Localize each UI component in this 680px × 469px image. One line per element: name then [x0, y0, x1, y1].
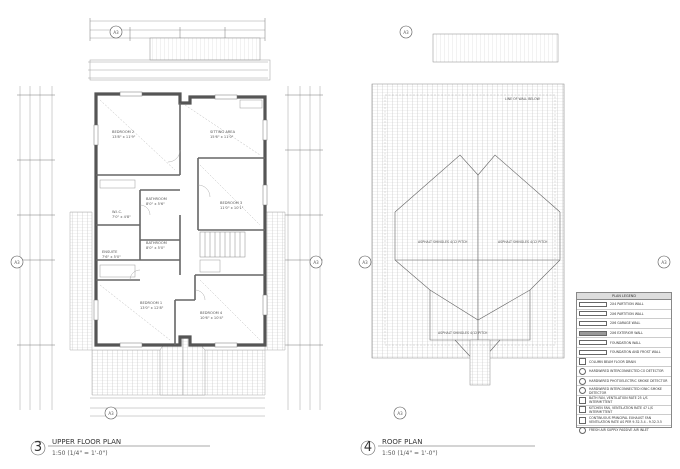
svg-text:A3: A3 [661, 260, 667, 265]
door-swings [129, 149, 211, 301]
view-number-roof: 4 [363, 440, 373, 455]
room-dim-ensuite: 7'6" x 5'0" [102, 255, 121, 259]
hatch-swatch-icon [579, 349, 607, 355]
deck-outline [89, 59, 271, 81]
section-markers: A3 A3 A3 A3 A3 A3 A3 A3 [10, 25, 671, 420]
room-label-ensuite: ENSUITE [102, 250, 118, 254]
fan-icon [579, 416, 586, 424]
roof-deck [432, 33, 559, 63]
fan-icon [579, 406, 586, 414]
fan-icon [579, 396, 586, 404]
roof-label-lower: ASPHALT SHINGLES 4/12 PITCH [438, 331, 488, 335]
roof-outline [371, 83, 565, 359]
section-marker-left-side: A3 [10, 255, 24, 269]
upper-floor-plan [17, 18, 323, 417]
room-label-bedroom2: BEDROOM 2 [112, 130, 134, 134]
column-icon [579, 358, 586, 366]
legend-item: 2X4 PARTITION WALL [577, 300, 671, 310]
section-marker-bottom-right: A3 [393, 406, 407, 420]
section-marker-right-top: A3 [399, 25, 413, 39]
hatch-swatch-icon [579, 311, 607, 317]
room-label-bedroom3: BEDROOM 3 [220, 201, 242, 205]
hatch-swatch-icon [579, 301, 607, 307]
legend-item: 2X6 EXTERIOR WALL [577, 329, 671, 339]
section-marker-mid-left: A3 [309, 255, 323, 269]
legend-item: FOUNDATION WALL [577, 338, 671, 348]
room-dim-wic: 7'0" x 4'8" [112, 215, 131, 219]
room-dim-sitting: 15'6" x 11'0" [210, 135, 234, 139]
roof-plan [371, 33, 565, 386]
room-dim-bedroom3: 11'0" x 10'1" [220, 206, 244, 210]
section-marker-right-side: A3 [657, 255, 671, 269]
wall-below-lines [384, 94, 556, 346]
air-icon [579, 426, 586, 434]
hatch-swatch-icon [579, 340, 607, 346]
legend-item: FRESH AIR SUPPLY PASSIVE AIR INLET [577, 426, 671, 435]
legend-item: 2X6 PARTITION WALL [577, 310, 671, 320]
room-dim-bedroom4: 10'6" x 10'4" [200, 316, 224, 320]
svg-text:A3: A3 [14, 260, 20, 265]
detector-icon [579, 377, 586, 385]
svg-text:A3: A3 [313, 260, 319, 265]
section-marker-bottom-left: A3 [104, 406, 118, 420]
lower-roof-left [69, 211, 93, 351]
svg-text:A3: A3 [113, 30, 119, 35]
detector-icon [579, 367, 586, 375]
legend-item: BATH FAN, VENTILATION RATE 25 L/S INTERM… [577, 396, 671, 406]
legend-item: HARDWIRED INTERCONNECTED IONIC SMOKE DET… [577, 386, 671, 396]
hatch-swatch-icon [579, 320, 607, 326]
closets [99, 99, 263, 278]
legend-item: HARDWIRED PHOTOELECTRIC SMOKE DETECTOR [577, 377, 671, 387]
room-labels: BEDROOM 2 13'8" x 11'9" SITTING AREA 15'… [102, 130, 244, 320]
interior-stairs [199, 231, 246, 258]
plan-legend: PLAN LEGEND 2X4 PARTITION WALL 2X6 PARTI… [576, 292, 672, 434]
windows [93, 91, 268, 348]
roof-label-line: LINE OF WALL BELOW [505, 97, 541, 101]
room-label-bedroom1: BEDROOM 1 [140, 301, 162, 305]
svg-text:A3: A3 [397, 411, 403, 416]
room-label-bathroom2: BATHROOM [146, 241, 167, 245]
legend-item: HARDWIRED INTERCONNECTED CO DETECTOR [577, 367, 671, 377]
room-label-bedroom4: BEDROOM 4 [200, 311, 223, 315]
section-marker-left-top: A3 [109, 25, 123, 39]
view-bubble-left [30, 440, 46, 456]
hatch-swatch-icon [579, 330, 607, 336]
room-dim-bedroom1: 13'0" x 12'8" [140, 306, 164, 310]
view-scale-upper: 1:50 (1/4" = 1'-0") [52, 450, 108, 457]
svg-text:A3: A3 [403, 30, 409, 35]
roof-porch [469, 339, 491, 386]
roof-label-left: ASPHALT SHINGLES 4/12 PITCH [418, 240, 468, 244]
view-bubble-right [360, 440, 376, 456]
room-label-bathroom: BATHROOM [146, 197, 167, 201]
legend-item: KITCHEN FAN, VENTILATION RATE 47 L/S INT… [577, 406, 671, 416]
room-dim-bedroom2: 13'8" x 11'9" [112, 135, 136, 139]
legend-item: FOUNDATION AND FROST WALL [577, 348, 671, 358]
view-scale-roof: 1:50 (1/4" = 1'-0") [382, 450, 438, 457]
svg-text:A3: A3 [108, 411, 114, 416]
view-number-upper: 3 [33, 440, 43, 455]
svg-text:A3: A3 [362, 260, 368, 265]
legend-title: PLAN LEGEND [577, 293, 671, 300]
roof-label-right: ASPHALT SHINGLES 4/12 PITCH [498, 240, 548, 244]
hip-lines [394, 154, 561, 385]
legend-item: CONTINUOUS PRINCIPAL EXHAUST FAN VENTILA… [577, 415, 671, 427]
interior-walls [96, 103, 265, 345]
dimension-lines [19, 20, 321, 417]
legend-item: COLUMN BEAM FLOOR DRAIN [577, 358, 671, 368]
rear-deck [149, 37, 261, 61]
room-label-wic: W.I.C. [112, 210, 122, 214]
view-title-roof: ROOF PLAN [382, 438, 423, 446]
hidden-lines [99, 99, 261, 341]
roof-labels: LINE OF WALL BELOW ASPHALT SHINGLES 4/12… [418, 97, 548, 335]
room-label-sitting: SITTING AREA [210, 130, 236, 134]
lower-roof-right [264, 211, 286, 351]
room-dim-bathroom2: 8'0" x 5'0" [146, 246, 165, 250]
detector-icon [579, 387, 586, 395]
view-title-upper: UPPER FLOOR PLAN [52, 438, 122, 446]
legend-item: 2X6 GARAGE WALL [577, 319, 671, 329]
dimension-ticks [17, 18, 323, 346]
section-marker-mid-right: A3 [358, 255, 372, 269]
room-dim-bathroom: 8'0" x 5'6" [146, 202, 165, 206]
